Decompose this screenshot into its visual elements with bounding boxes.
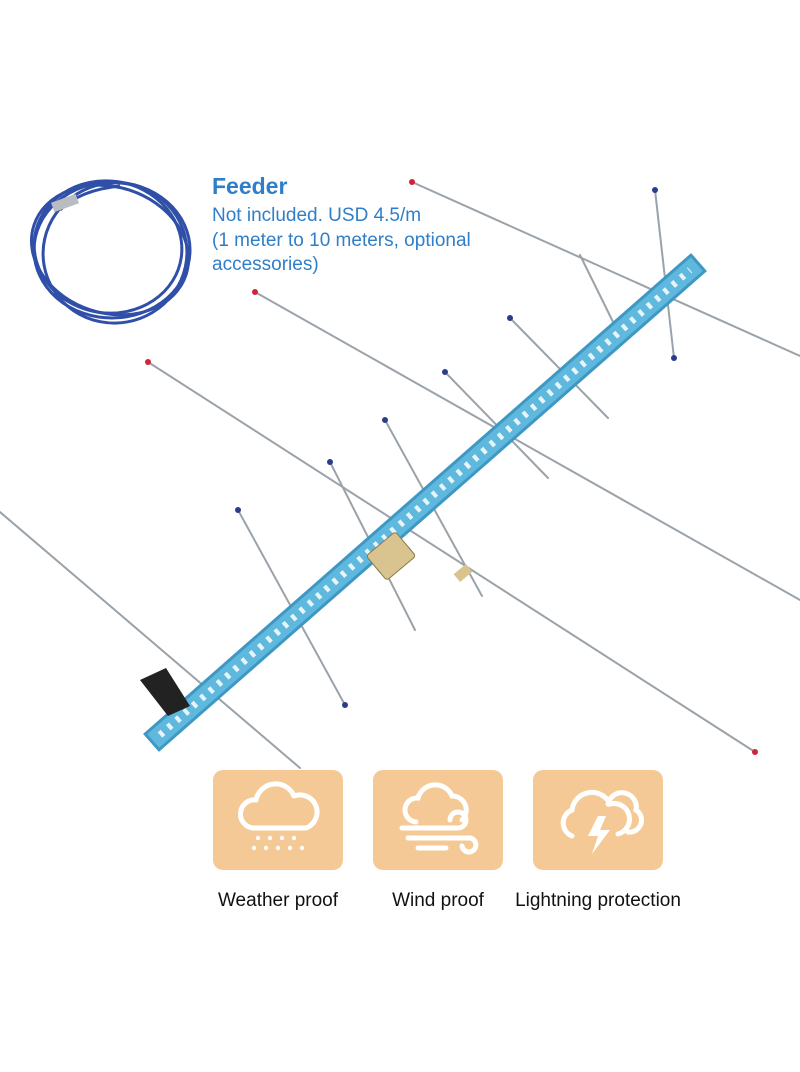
feature-label: Wind proof (392, 890, 484, 911)
rain-cloud-icon (237, 781, 320, 851)
feeder-info: Feeder Not included. USD 4.5/m (1 meter … (212, 172, 512, 278)
cable-connector (51, 193, 79, 213)
feature-tile (213, 770, 343, 870)
feature-weather-proof: Weather proof (198, 770, 358, 912)
feature-label: Lightning protection (515, 890, 681, 911)
lightning-cloud-icon (560, 789, 644, 854)
mount-bracket (140, 532, 473, 716)
feeder-title: Feeder (212, 173, 288, 199)
feature-tile (533, 770, 663, 870)
feature-wind-proof: Wind proof (358, 770, 518, 912)
feeder-cable (29, 179, 192, 325)
feeder-accessories-note: accessories) (212, 254, 319, 276)
feature-tile (373, 770, 503, 870)
element-tips (145, 179, 758, 755)
wind-cloud-icon (399, 782, 479, 855)
feeder-length-note: (1 meter to 10 meters, optional (212, 229, 471, 251)
antenna-boom (143, 253, 707, 752)
feature-label: Weather proof (217, 890, 339, 911)
feature-list: Weather proof Wind proof Lightning prote… (198, 770, 681, 912)
feeder-price: Not included. USD 4.5/m (212, 204, 422, 226)
feature-lightning-protection: Lightning protection (515, 770, 681, 912)
